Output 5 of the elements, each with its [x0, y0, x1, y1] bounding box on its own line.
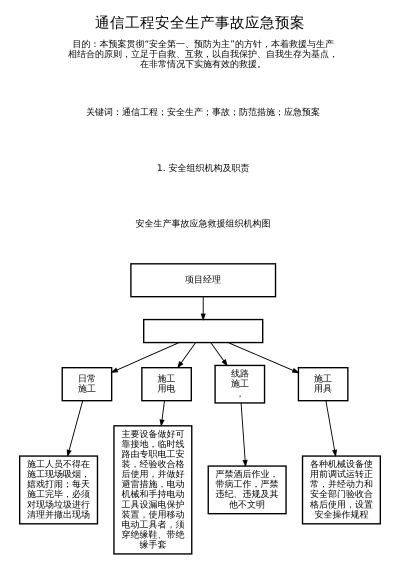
diagram-title: 通信工程安全生产事故应急预案: [95, 14, 305, 32]
label: 1. 安全组织机构及职责: [156, 164, 250, 174]
label: 目的：本预案贯彻“安全第一、预防为主”的方针，本着救援与生产相结合的原则，立足于自救、互救，以自我保护、自我生存为基点，在非常情况下实施有效的救援。: [68, 40, 338, 70]
label: 关键词：通信工程；安全生产；事故；防范措施；应急预案: [86, 108, 320, 118]
label: 安全生产事故应急救援组织机构图: [136, 220, 271, 230]
